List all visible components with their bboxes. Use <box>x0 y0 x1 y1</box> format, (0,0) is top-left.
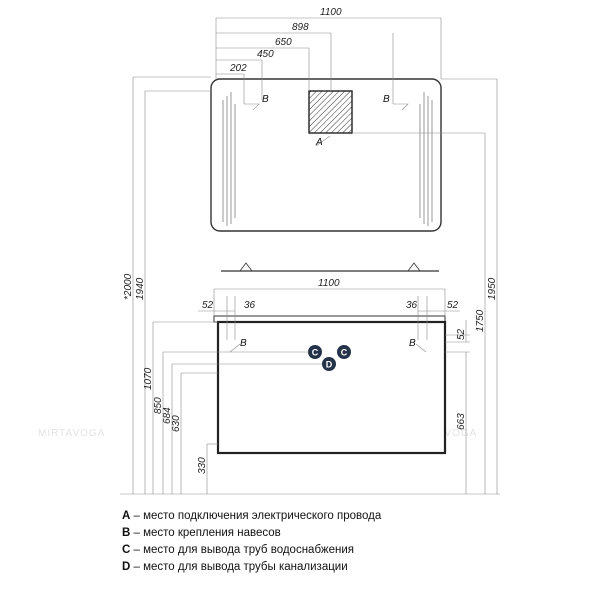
legend-text: – место крепления навесов <box>130 527 281 539</box>
dim-height-850: 850 <box>153 397 164 414</box>
dim-height-1940: 1940 <box>135 277 146 300</box>
dim-height-684: 684 <box>162 407 173 424</box>
legend-text: – место для вывода трубы канализации <box>130 561 348 573</box>
legend-key: B <box>122 527 131 539</box>
dim-202: 202 <box>229 63 247 74</box>
dim-cabinet-width: 1100 <box>318 278 340 289</box>
dim-right-52: 52 <box>447 300 459 311</box>
legend-key: D <box>122 561 131 573</box>
dim-left-52: 52 <box>202 300 214 311</box>
dim-650: 650 <box>275 37 292 48</box>
marker-b-cabinet-left: B <box>240 338 247 349</box>
dim-left-36: 36 <box>244 300 256 311</box>
legend: A – место подключения электрического про… <box>122 508 582 576</box>
front-dimension-lines <box>198 288 470 343</box>
legend-key: C <box>122 544 131 556</box>
legend-item-a: A – место подключения электрического про… <box>122 508 582 525</box>
dim-height-1750: 1750 <box>475 309 486 332</box>
cabinet-view <box>213 262 447 455</box>
water-outlet-c-right <box>337 345 351 359</box>
marker-a: A <box>315 137 323 148</box>
mirror-view <box>210 78 442 232</box>
top-dimension-lines <box>215 17 442 104</box>
water-outlet-c-left <box>308 345 322 359</box>
marker-c-right: C <box>341 348 348 358</box>
technical-drawing: MIRTAVOGA MIRTAVOGA <box>38 7 500 495</box>
marker-d: D <box>326 360 333 370</box>
dim-mirror-width: 1100 <box>320 7 342 18</box>
watermark: MIRTAVOGA <box>38 428 105 439</box>
legend-item-b: B – место крепления навесов <box>122 525 582 542</box>
dim-height-1950: 1950 <box>487 277 498 300</box>
dim-right-height-52: 52 <box>456 328 467 340</box>
cabinet-body <box>216 320 447 455</box>
drain-outlet-d <box>322 357 336 371</box>
dim-height-1070: 1070 <box>143 367 154 390</box>
mirror-light-strip-left <box>222 92 236 226</box>
electrical-connection-box <box>308 90 353 134</box>
legend-text: – место подключения электрического прово… <box>130 510 382 522</box>
dim-right-36: 36 <box>406 300 418 311</box>
legend-text: – место для вывода труб водоснабжения <box>130 544 355 556</box>
mirror-outline <box>210 78 442 232</box>
dim-height-2000: *2000 <box>123 273 134 300</box>
dim-height-330: 330 <box>197 457 208 474</box>
marker-c-left: C <box>312 348 319 358</box>
dim-898: 898 <box>292 22 309 33</box>
dim-450: 450 <box>257 49 274 60</box>
legend-item-c: C – место для вывода труб водоснабжения <box>122 542 582 559</box>
mirror-light-strip-right <box>419 92 433 226</box>
legend-key: A <box>122 510 131 522</box>
legend-item-d: D – место для вывода трубы канализации <box>122 559 582 576</box>
marker-b-left: B <box>262 94 269 105</box>
dim-height-630: 630 <box>171 415 182 432</box>
marker-b-cabinet-right: B <box>409 338 416 349</box>
dim-height-663: 663 <box>456 413 467 430</box>
height-dimension-lines <box>120 76 500 495</box>
marker-b-right: B <box>383 94 390 105</box>
